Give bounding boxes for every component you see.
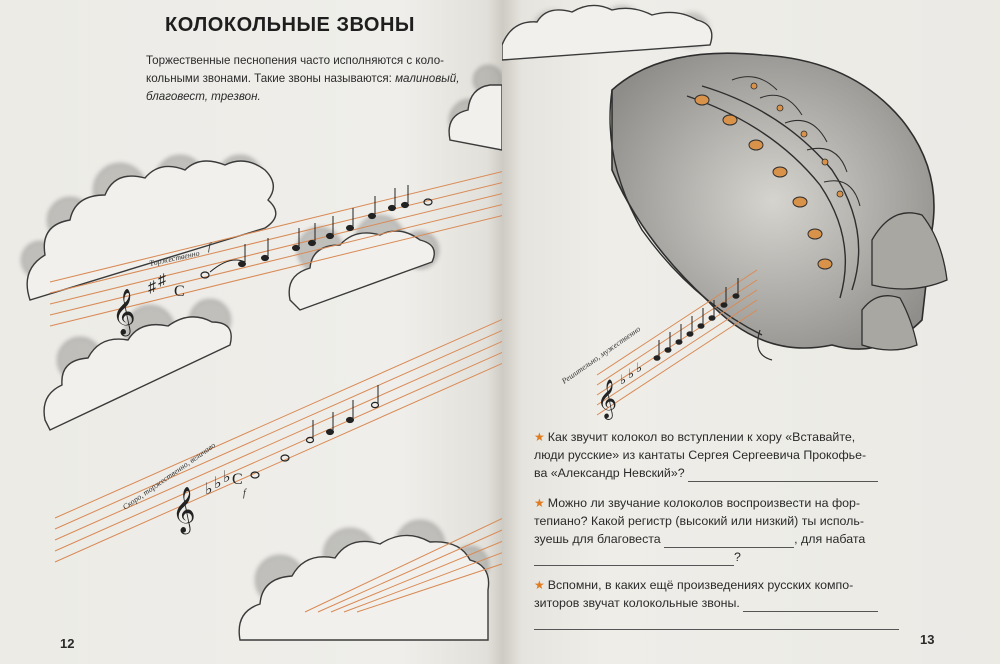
star-icon: ★ bbox=[534, 578, 545, 592]
cloud-illustration bbox=[43, 299, 232, 431]
music-notes-2: 𝄞 ♭ ♭ ♭ C bbox=[172, 385, 380, 535]
music-staff-2 bbox=[54, 318, 502, 563]
left-illustration: 𝄞 ♯ ♯ C bbox=[21, 65, 502, 641]
treble-clef-icon: 𝄞 bbox=[597, 379, 617, 420]
music-notes-4: 𝄞 ♭ ♭ ♭ bbox=[597, 278, 740, 420]
bell-illustration bbox=[609, 52, 935, 361]
music-staff-1 bbox=[49, 171, 502, 327]
answer-line-nabat[interactable] bbox=[534, 553, 734, 566]
right-page: 𝄞 ♭ ♭ ♭ Решительно, мужественно ★Как зву… bbox=[502, 0, 1000, 664]
cloud-illustration bbox=[238, 520, 490, 641]
left-page: 𝄞 ♯ ♯ C bbox=[0, 0, 502, 664]
svg-text:♭: ♭ bbox=[628, 366, 634, 381]
page-number-left: 12 bbox=[60, 636, 75, 651]
cloud-illustration bbox=[448, 65, 502, 151]
svg-text:♭: ♭ bbox=[205, 481, 213, 498]
answer-line-blagovest[interactable] bbox=[664, 535, 795, 548]
small-bell-illustration bbox=[861, 212, 948, 351]
star-icon: ★ bbox=[534, 496, 545, 510]
tempo-marking-2: Скоро, торжественно, величаво bbox=[121, 441, 217, 512]
svg-text:♭: ♭ bbox=[620, 372, 626, 387]
question-3: ★Вспомни, в каких ещё произведениях русс… bbox=[534, 576, 914, 630]
svg-text:♭: ♭ bbox=[214, 475, 222, 492]
svg-text:♭: ♭ bbox=[223, 469, 231, 486]
cloud-illustration bbox=[288, 215, 439, 311]
svg-text:♯: ♯ bbox=[158, 272, 166, 289]
question-2: ★Можно ли звучание колоколов воспроизвес… bbox=[534, 496, 866, 566]
svg-text:♯: ♯ bbox=[148, 279, 156, 296]
answer-line-4[interactable] bbox=[534, 617, 899, 630]
bell-types-blagovest-trezvon: благовест, трезвон. bbox=[146, 90, 261, 103]
dynamic-marking-1: f bbox=[208, 242, 212, 253]
intro-paragraph: Торжественные песнопения часто исполняют… bbox=[146, 52, 476, 106]
bell-type-malinovy: малиновый, bbox=[395, 72, 460, 85]
music-notes-1: 𝄞 ♯ ♯ C bbox=[112, 185, 433, 337]
cloud-illustration bbox=[502, 4, 713, 61]
treble-clef-icon: 𝄞 bbox=[172, 487, 196, 535]
intro-line-2: кольными звонами. Такие звоны называются… bbox=[146, 72, 396, 85]
star-icon: ★ bbox=[534, 430, 545, 444]
answer-line-1[interactable] bbox=[688, 469, 879, 482]
answer-line-3[interactable] bbox=[743, 599, 879, 612]
right-illustration: 𝄞 ♭ ♭ ♭ Решительно, мужественно bbox=[502, 4, 948, 420]
intro-line-1: Торжественные песнопения часто исполняют… bbox=[146, 54, 445, 67]
dynamic-marking-2: f bbox=[243, 488, 247, 499]
svg-text:♭: ♭ bbox=[636, 360, 642, 375]
question-1: ★Как звучит колокол во вступлении к хору… bbox=[534, 428, 914, 482]
treble-clef-icon: 𝄞 bbox=[112, 289, 136, 337]
page-title: КОЛОКОЛЬНЫЕ ЗВОНЫ bbox=[165, 14, 416, 36]
page-number-right: 13 bbox=[920, 632, 935, 647]
svg-text:C: C bbox=[174, 283, 185, 300]
svg-text:C: C bbox=[232, 471, 243, 488]
cloud-illustration bbox=[21, 155, 277, 301]
music-staff-3 bbox=[304, 517, 502, 613]
